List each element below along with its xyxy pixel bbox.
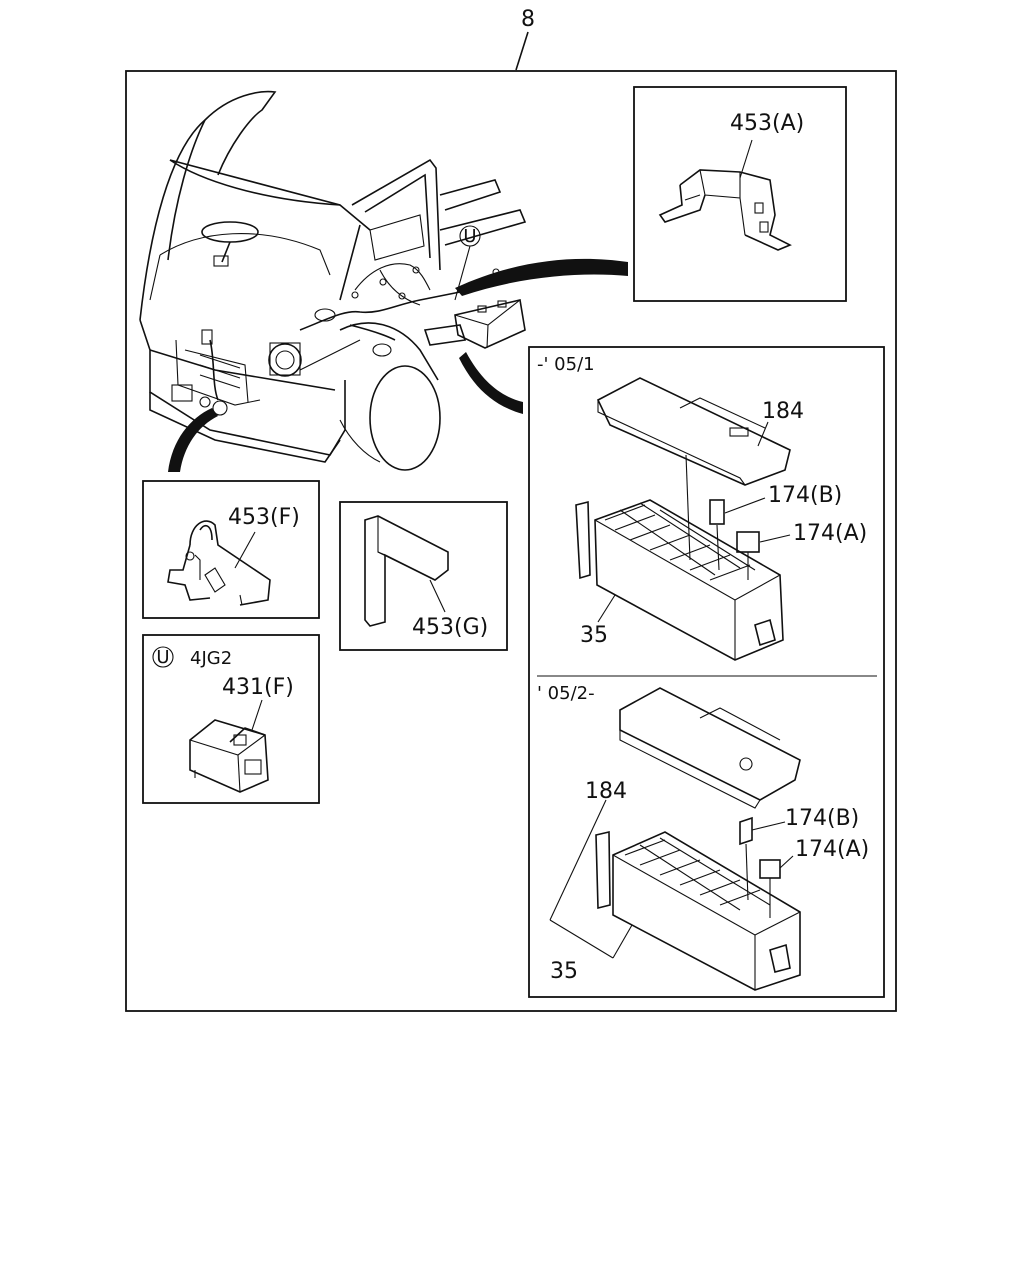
label-453a: 453(A) [730, 111, 804, 136]
fuse-box-early-drawing [575, 377, 791, 661]
truck-illustration: U [139, 90, 628, 472]
period-late: ' 05/2- [537, 683, 595, 704]
label-174a-early: 174(A) [793, 521, 867, 546]
clamp-453f-drawing [167, 520, 271, 606]
bracket-453g-drawing [364, 515, 449, 627]
label-174b-late: 174(B) [785, 806, 859, 831]
relay-panel-marker-circle [152, 646, 174, 668]
bracket-453a-drawing [658, 139, 792, 251]
main-frame [125, 70, 897, 1012]
truck-marker-u: U [463, 226, 476, 247]
label-453g: 453(G) [412, 615, 488, 640]
page-number-leader [515, 31, 529, 71]
label-174b-early: 174(B) [768, 483, 842, 508]
relay-marker-u: U [156, 647, 169, 668]
panel-431f [142, 634, 320, 804]
fuse-box-late-drawing [549, 687, 801, 991]
label-35-early: 35 [580, 623, 608, 648]
label-184-late: 184 [585, 779, 627, 804]
panel-453a [633, 86, 847, 302]
panel-fuse-box [528, 346, 885, 998]
period-early: -' 05/1 [537, 354, 595, 375]
label-174a-late: 174(A) [795, 837, 869, 862]
page-number: 8 [521, 7, 535, 32]
label-184-early: 184 [762, 399, 804, 424]
engine-code: 4JG2 [190, 648, 232, 669]
label-431f: 431(F) [222, 675, 294, 700]
panel-453g [339, 501, 508, 651]
panel-453f [142, 480, 320, 619]
relay-431f-drawing [189, 699, 269, 793]
label-453f: 453(F) [228, 505, 300, 530]
label-35-late: 35 [550, 959, 578, 984]
